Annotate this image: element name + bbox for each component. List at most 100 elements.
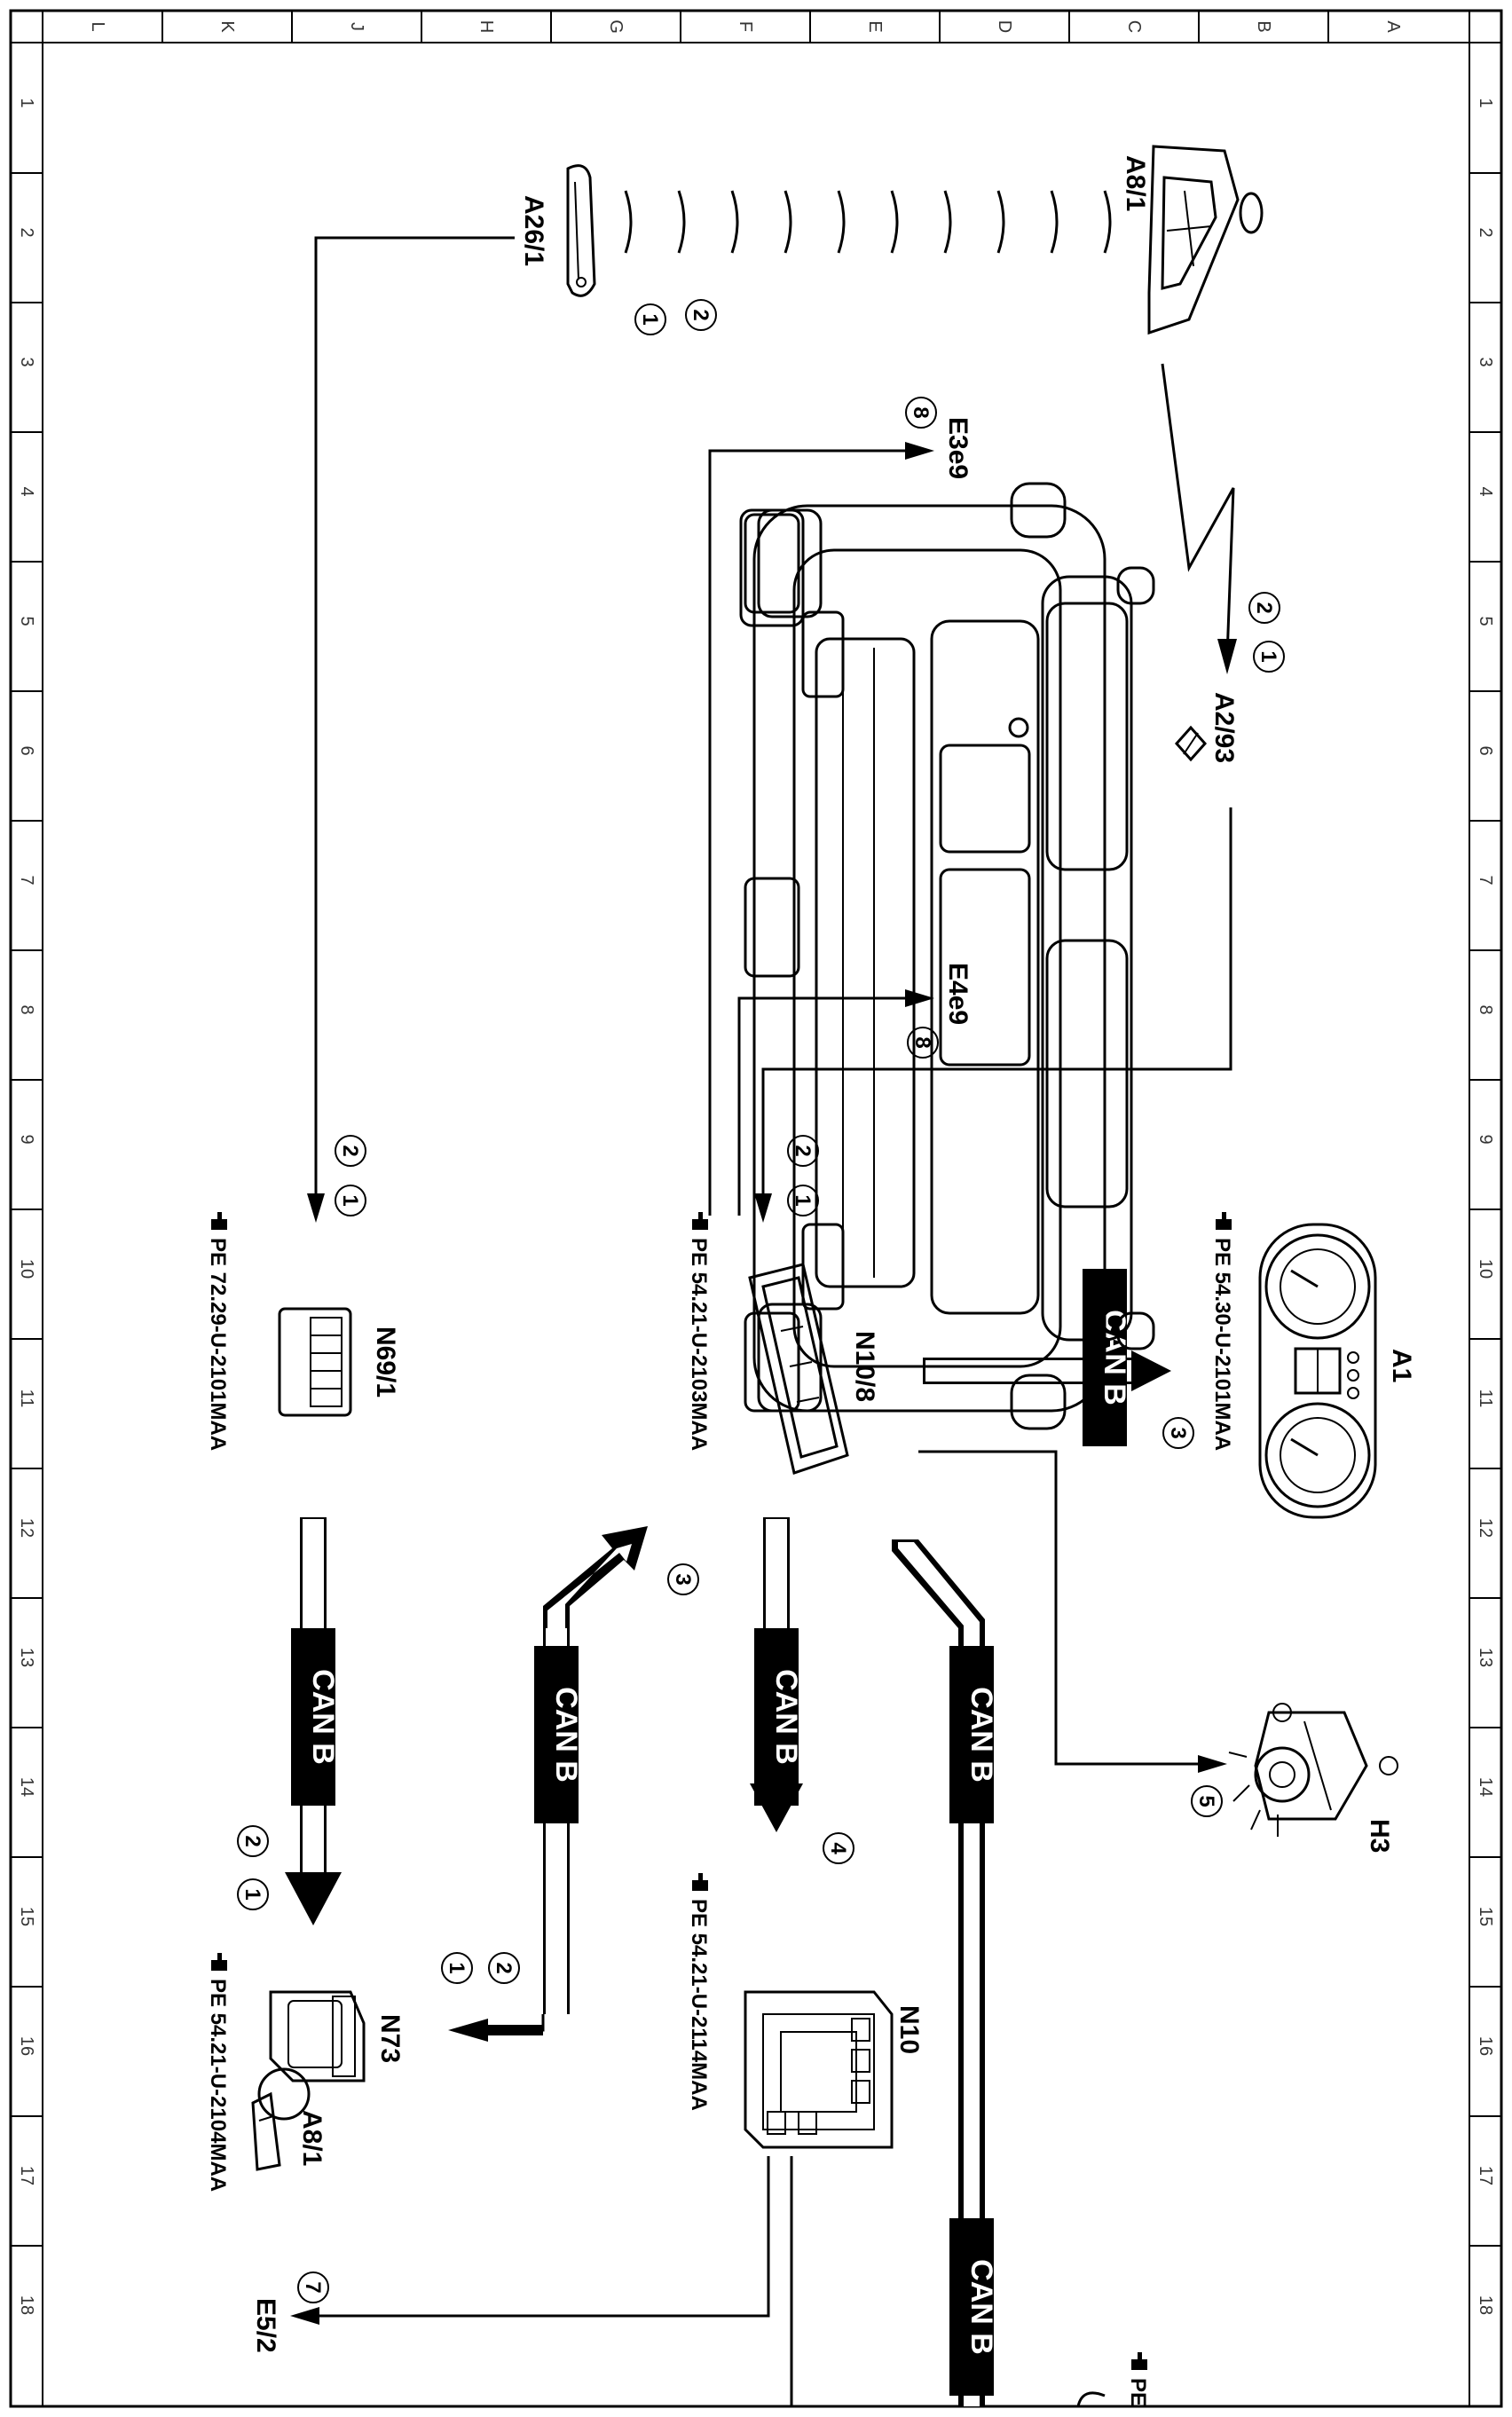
step-badge-2-n73b: 2 [488, 1952, 520, 1984]
cut-circle [1076, 2391, 1106, 2407]
wave-arc [837, 190, 846, 254]
can-b-buses: CAN B CAN B CAN B CAN B [285, 1269, 1171, 2406]
grid-col-j: J [347, 22, 366, 31]
hand-icon [1216, 1212, 1232, 1230]
svg-text:2: 2 [492, 1962, 516, 1973]
grid-row-14-right: 14 [1476, 1777, 1495, 1797]
wave-arc [784, 190, 792, 254]
can-bus-n73-n10-8: CAN B [448, 1526, 648, 2042]
label-a8-1-key: A8/1 [1121, 155, 1150, 211]
grid-row-1-right: 1 [1476, 98, 1495, 107]
step-badge-5-h3: 5 [1191, 1785, 1223, 1817]
ref-n10: PE 54.21-U-2114MAA [687, 1899, 711, 2111]
grid-col-h: H [476, 20, 496, 33]
ignition-switch-icon [251, 1990, 366, 2171]
grid-col-e: E [865, 20, 885, 32]
step-badge-2: 2 [685, 299, 717, 331]
svg-text:1: 1 [1256, 650, 1280, 662]
can-label-a1: CAN B [1098, 1310, 1131, 1405]
wave-arc [1050, 190, 1059, 254]
step-badge-1-n73b: 1 [441, 1952, 473, 1984]
n10-8-module-icon [748, 1263, 849, 1475]
infrared-waves [624, 190, 1112, 254]
ref-n69-1: PE 72.29-U-2101MAA [206, 1238, 230, 1451]
grid-col-f: F [736, 21, 755, 32]
grid-row-3-right: 3 [1476, 357, 1495, 366]
hand-icon [211, 1953, 227, 1971]
grid-col-k: K [217, 20, 237, 33]
label-a1: A1 [1387, 1349, 1416, 1382]
grid-row-10-left: 10 [17, 1259, 36, 1279]
grid-row-11-right: 11 [1476, 1390, 1495, 1408]
grid-row-10-right: 10 [1476, 1259, 1495, 1279]
step-badge-4-n10: 4 [823, 1832, 854, 1864]
grid-row-12-right: 12 [1476, 1518, 1495, 1538]
label-n73: N73 [375, 2014, 405, 2063]
ref-n73: PE 54.21-U-2104MAA [206, 1979, 230, 2192]
grid-col-a: A [1383, 20, 1403, 33]
grid-col-b: B [1254, 20, 1273, 32]
grid-row-7-right: 7 [1476, 875, 1495, 885]
grid-row-18-left: 18 [17, 2295, 36, 2315]
grid-row-18-right: 18 [1476, 2295, 1495, 2315]
wave-arc [943, 190, 952, 254]
svg-text:2: 2 [338, 1145, 362, 1156]
can-label-trunk-2: CAN B [965, 2259, 998, 2355]
door-handle-icon [566, 164, 596, 297]
grid-columns: A B C D E F G H J K L [88, 11, 1403, 43]
wave-arc [624, 190, 633, 254]
grid-col-c: C [1124, 20, 1144, 33]
svg-text:7: 7 [301, 2281, 325, 2293]
grid-row-17-left: 17 [17, 2166, 36, 2185]
grid-row-1-left: 1 [17, 98, 36, 107]
step-badge-2-n73a: 2 [237, 1825, 269, 1857]
label-e5-2: E5/2 [251, 2298, 280, 2353]
svg-text:1: 1 [638, 313, 662, 325]
hand-icon [1131, 2352, 1147, 2370]
grid-row-9-right: 9 [1476, 1134, 1495, 1144]
grid-row-8-right: 8 [1476, 1004, 1495, 1014]
step-badge-3-branch: 3 [667, 1563, 699, 1595]
label-e3e9: E3e9 [943, 417, 973, 479]
grid-row-9-left: 9 [17, 1134, 36, 1144]
label-n69-1: N69/1 [371, 1327, 400, 1397]
grid-row-3-left: 3 [17, 357, 36, 366]
ref-a1: PE 54.30-U-2101MAA [1210, 1238, 1234, 1451]
grid-row-4-right: 4 [1476, 486, 1495, 496]
grid-row-6-left: 6 [17, 745, 36, 755]
svg-text:3: 3 [1166, 1427, 1190, 1438]
can-label-trunk-1: CAN B [965, 1687, 998, 1783]
can-label-n73: CAN B [306, 1669, 340, 1765]
hand-pointer-icons [211, 1212, 1232, 2370]
svg-text:4: 4 [826, 1842, 850, 1854]
grid-row-17-right: 17 [1476, 2166, 1495, 2185]
step-badge-8-e4: 8 [907, 1027, 939, 1059]
grid-row-15-left: 15 [17, 1907, 36, 1926]
can-bus-trunk: CAN B CAN B [892, 1539, 998, 2406]
step-badge-3-a1: 3 [1162, 1417, 1194, 1449]
grid-row-8-left: 8 [17, 1004, 36, 1014]
hand-icon [692, 1212, 708, 1230]
grid-row-2-right: 2 [1476, 227, 1495, 237]
wave-arc [677, 190, 686, 254]
n10-module-icon [744, 1990, 894, 2149]
transmitter-key-icon [1147, 145, 1264, 335]
svg-text:5: 5 [1194, 1795, 1218, 1807]
grid-row-7-left: 7 [17, 875, 36, 885]
svg-text:1: 1 [338, 1194, 362, 1206]
wave-arc [1103, 190, 1112, 254]
ref-cut: PE [1126, 2378, 1150, 2406]
grid-row-13-right: 13 [1476, 1648, 1495, 1667]
step-badge-1-n10-8: 1 [787, 1185, 819, 1216]
label-a8-1-switch: A8/1 [297, 2110, 327, 2166]
wave-arc [996, 190, 1005, 254]
step-badge-2-a2: 2 [1248, 592, 1280, 624]
hand-icon [211, 1212, 227, 1230]
step-badge-1-n73a: 1 [237, 1878, 269, 1910]
can-label-n10: CAN B [769, 1669, 803, 1765]
wave-arc [730, 190, 739, 254]
step-badge-2-n69: 2 [335, 1135, 366, 1167]
ref-n10-8: PE 54.21-U-2103MAA [687, 1238, 711, 1451]
grid-row-4-left: 4 [17, 486, 36, 496]
